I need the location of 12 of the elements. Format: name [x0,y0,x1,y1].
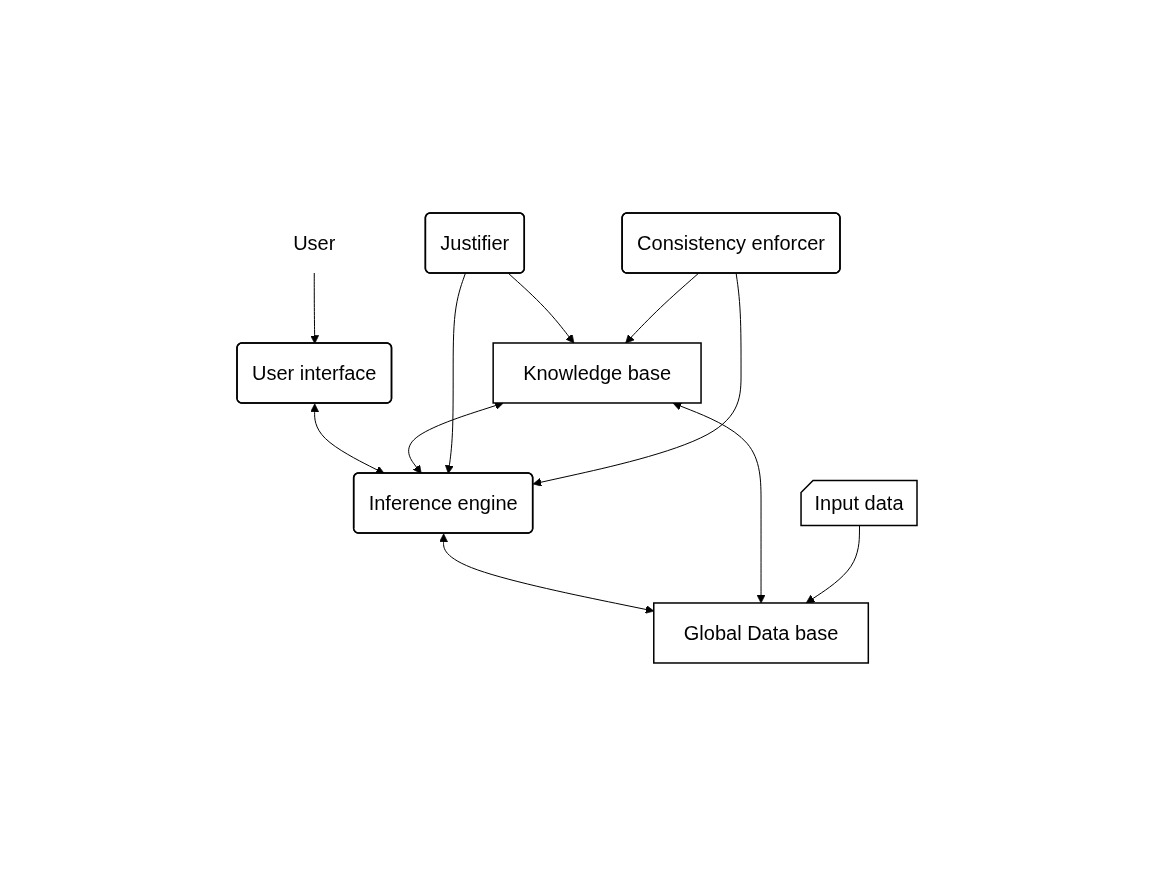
node-box: Knowledge base [492,342,703,404]
arrow [806,525,861,604]
arrow [310,272,320,344]
arrow [533,273,743,487]
arrow [408,401,505,474]
arrow [445,273,467,474]
arrow [625,273,700,344]
arrow [439,533,655,614]
arrow [508,273,575,344]
node-text: User [293,232,336,254]
node-box: Global Data base [653,602,870,664]
arrow [673,401,766,604]
